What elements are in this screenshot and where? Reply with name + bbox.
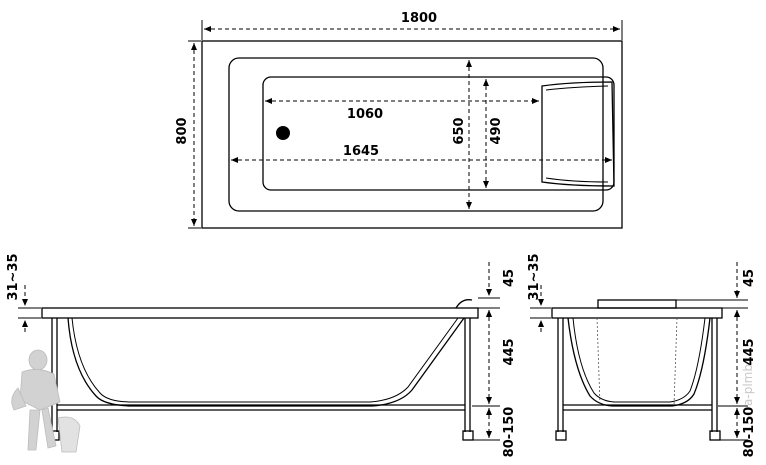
dim-1800: 1800 bbox=[401, 11, 437, 26]
dim-800: 800 bbox=[175, 117, 190, 144]
dim-end-top: 45 bbox=[742, 269, 757, 287]
dim-end-rim: 31~35 bbox=[527, 253, 542, 300]
headrest-icon bbox=[541, 81, 615, 187]
dim-side-depth: 445 bbox=[502, 338, 517, 365]
tub-inner-rim bbox=[228, 57, 604, 212]
headrest-inner bbox=[545, 85, 609, 183]
dim-650: 650 bbox=[452, 117, 467, 144]
dim-side-legs: 80-150 bbox=[502, 407, 517, 458]
side-rim bbox=[41, 307, 479, 319]
dim-490: 490 bbox=[489, 117, 504, 144]
dim-1645: 1645 bbox=[343, 144, 379, 159]
tub-outer-rim bbox=[201, 40, 623, 229]
dim-side-rim: 31~35 bbox=[6, 253, 21, 300]
side-view: 31~35 45 445 80-150 bbox=[6, 253, 517, 457]
end-view: 31~35 45 445 80-150 bbox=[527, 253, 757, 457]
dim-end-legs: 80-150 bbox=[742, 407, 757, 458]
dim-1060: 1060 bbox=[347, 107, 383, 122]
dim-side-top: 45 bbox=[502, 269, 517, 287]
side-basin bbox=[67, 317, 465, 407]
end-rim bbox=[551, 307, 723, 319]
end-basin bbox=[567, 317, 711, 407]
top-view: 1800 800 1060 1645 650 490 bbox=[175, 11, 623, 229]
dim-end-depth: 445 bbox=[742, 338, 757, 365]
tub-basin bbox=[262, 76, 615, 191]
end-headrest bbox=[597, 299, 677, 309]
plumber-watermark-icon bbox=[11, 349, 81, 453]
watermark-text: a-plmb bbox=[741, 364, 755, 406]
drain-icon bbox=[276, 126, 290, 140]
